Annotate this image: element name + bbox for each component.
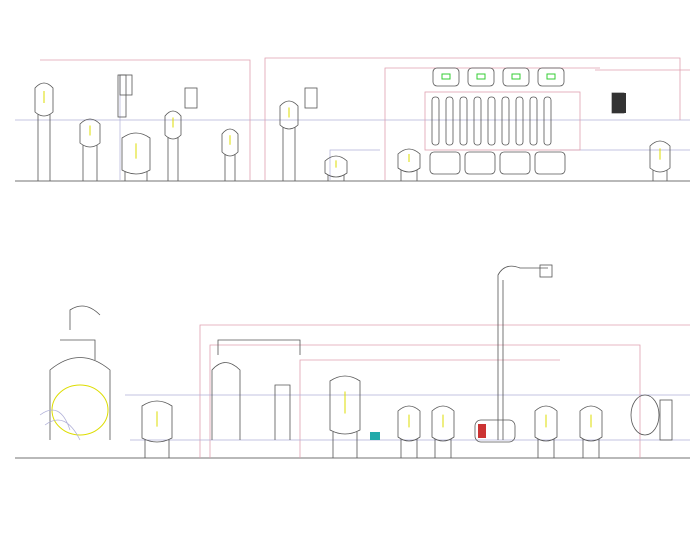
evaporator-column <box>497 265 548 440</box>
storage-tank <box>429 151 461 175</box>
finishing-tank <box>630 394 660 436</box>
tank-body <box>431 405 455 442</box>
tank-top-0 <box>34 82 54 181</box>
horizontal-tank <box>474 419 516 443</box>
tank-bottom-0 <box>141 400 173 458</box>
tank-body <box>34 82 54 117</box>
tank-top-5 <box>279 100 299 181</box>
tank-bottom-5 <box>579 405 603 458</box>
extraction-tank <box>49 305 111 440</box>
tank-legs <box>332 432 358 458</box>
tank-legs <box>652 170 668 181</box>
tank-legs <box>582 439 600 458</box>
tank-top-8 <box>649 140 671 181</box>
storage-body <box>464 151 496 175</box>
receiver-body <box>537 67 565 87</box>
tank-legs <box>224 154 236 181</box>
bottom-header-pipe-1 <box>199 324 690 458</box>
tank-bottom-2 <box>397 405 421 458</box>
heat-exchanger <box>612 93 626 113</box>
tank-legs <box>537 439 555 458</box>
tank-legs <box>124 172 148 181</box>
column-tube <box>529 96 538 146</box>
storage-body <box>499 151 531 175</box>
tank-legs <box>144 440 170 458</box>
tank-body <box>141 400 173 443</box>
storage-tank <box>534 151 566 175</box>
separator <box>274 384 291 440</box>
tank-bottom-3 <box>431 405 455 458</box>
column-tube <box>459 96 468 146</box>
column-tube <box>487 96 496 146</box>
tank-legs <box>282 127 296 181</box>
receiver-body <box>502 67 530 87</box>
tank-body <box>329 375 361 435</box>
top-process-line <box>15 57 690 182</box>
tank-top-7 <box>397 148 421 181</box>
tank-body <box>397 148 421 173</box>
receiver-tank <box>432 67 460 87</box>
column-frame <box>424 91 581 151</box>
tank-legs <box>400 439 418 458</box>
feed-lines <box>39 409 81 441</box>
concentrator <box>211 339 301 440</box>
tank-body <box>279 100 299 130</box>
receiver-tank <box>502 67 530 87</box>
column-tube <box>515 96 524 146</box>
valve <box>478 424 486 438</box>
tower <box>117 74 127 118</box>
receiver-tank <box>537 67 565 87</box>
top-main-pipe <box>40 57 690 180</box>
bottom-header-pipe-3 <box>299 359 560 458</box>
top-return-pipe <box>119 75 690 180</box>
filter-unit <box>304 87 318 109</box>
column-tube <box>445 96 454 146</box>
discharge-column <box>659 399 673 441</box>
column-tube <box>501 96 510 146</box>
tank-legs <box>167 137 179 181</box>
tank-top-4 <box>221 128 239 181</box>
storage-body <box>534 151 566 175</box>
bottom-equipment-group <box>39 305 673 458</box>
tank-top-2 <box>121 132 151 181</box>
receiver-label-box <box>511 73 521 80</box>
tank-bottom-1 <box>329 375 361 458</box>
tank-bottom-4 <box>534 405 558 458</box>
tank-legs <box>82 145 98 181</box>
column-tube <box>473 96 482 146</box>
column-tube <box>431 96 440 146</box>
storage-tank <box>464 151 496 175</box>
tank-legs <box>327 175 345 181</box>
receiver-label-box <box>441 73 451 80</box>
tank-legs <box>400 170 418 181</box>
tank-legs <box>37 114 51 181</box>
tank-body <box>649 140 671 173</box>
jacket <box>51 384 109 436</box>
tank-body <box>397 405 421 442</box>
tank-legs <box>434 439 452 458</box>
top-equipment-group <box>34 67 671 181</box>
condenser <box>539 264 553 278</box>
filter-unit <box>184 87 198 109</box>
tank-top-3 <box>164 110 182 181</box>
bottom-header-pipe-2 <box>209 344 641 458</box>
tank-body <box>534 405 558 442</box>
tank-body <box>324 155 348 178</box>
storage-tank <box>499 151 531 175</box>
tank-body <box>121 132 151 175</box>
receiver-label-box <box>476 73 486 80</box>
tank-top-1 <box>79 118 101 181</box>
pump <box>370 432 380 440</box>
tank-body <box>79 118 101 148</box>
tank-top-6 <box>324 155 348 181</box>
receiver-body <box>432 67 460 87</box>
receiver-label-box <box>546 73 556 80</box>
tank-body <box>579 405 603 442</box>
column-tube <box>543 96 552 146</box>
bottom-process-line <box>15 264 690 459</box>
receiver-tank <box>467 67 495 87</box>
receiver-body <box>467 67 495 87</box>
storage-body <box>429 151 461 175</box>
